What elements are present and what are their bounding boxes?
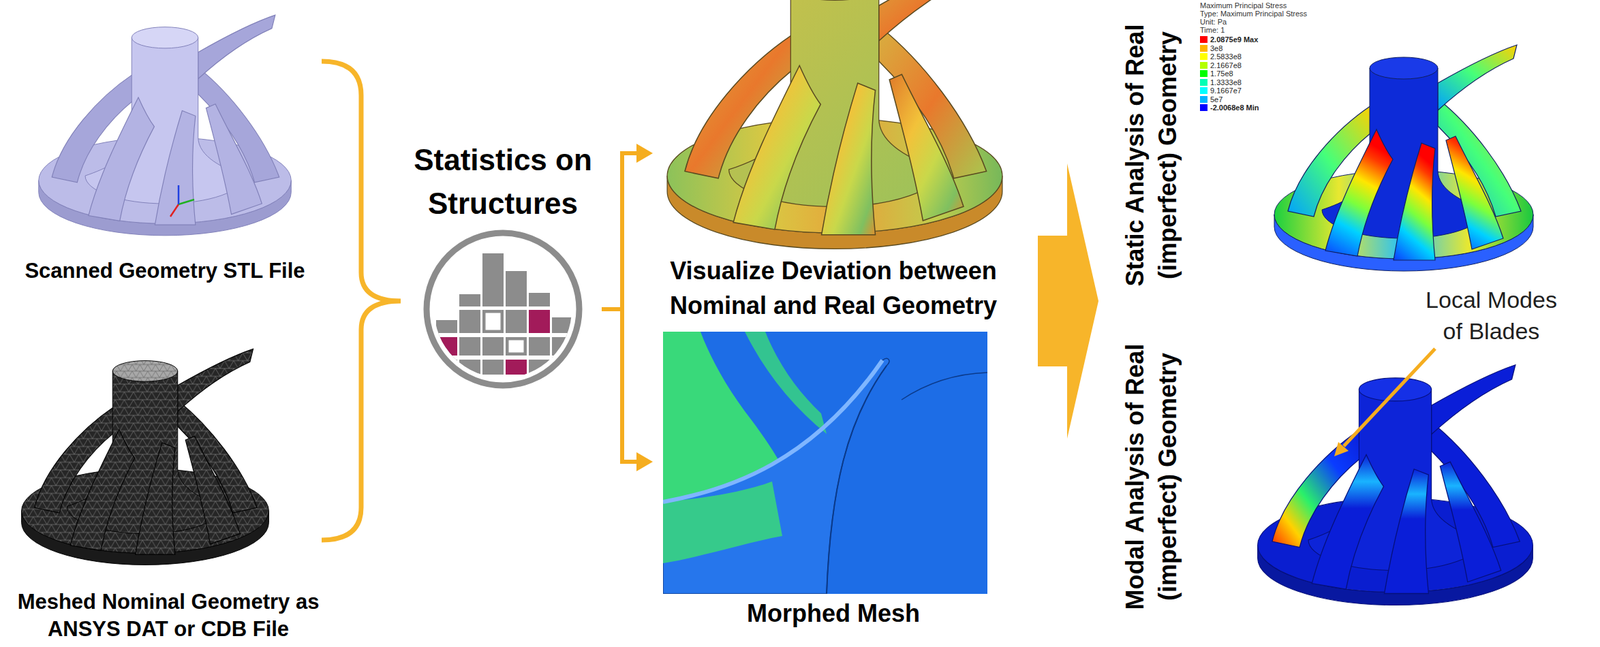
illustration-part — [426, 233, 580, 386]
legend-text: 2.5833e8 — [1210, 52, 1242, 61]
legend-row: 3e8 — [1200, 44, 1260, 54]
illustration-part — [429, 333, 580, 338]
illustration-part — [170, 204, 179, 217]
illustration-part — [484, 312, 502, 332]
image-panel: Meshed Nominal Geometry as ANSYS DAT or … — [4, 327, 332, 645]
legend-swatch — [1200, 104, 1208, 112]
image-panel: Scanned Geometry STL File — [8, 0, 322, 287]
caption-block: Modal Analysis of Real (imperfect) Geome… — [1118, 330, 1185, 624]
connector-line — [601, 153, 640, 310]
caption-block: Static Analysis of Real (imperfect) Geom… — [1118, 8, 1185, 302]
legend-row: -2.0068e8 Min — [1200, 103, 1260, 113]
caption-block: Morphed Mesh — [652, 598, 1014, 630]
legend-row: 1.3333e8 — [1200, 78, 1260, 88]
caption-block: Statistics on Structures — [404, 138, 602, 226]
legend-swatch — [1200, 70, 1208, 78]
arrow-head — [636, 143, 653, 163]
legend-row: 2.1667e8 — [1200, 61, 1260, 71]
illustration-part — [436, 320, 458, 375]
legend-row: 1.75e8 — [1200, 69, 1260, 79]
legend-text: 2.1667e8 — [1210, 61, 1242, 70]
legend-row: 5e7 — [1200, 95, 1260, 105]
caption-block: Visualize Deviation between Nominal and … — [652, 253, 1014, 323]
legend-swatch — [1200, 79, 1208, 86]
image-panel: Visualize Deviation between Nominal and … — [652, 0, 1014, 325]
legend-text: 2.0875e9 Max — [1210, 35, 1258, 44]
legend-text: -2.0068e8 Min — [1210, 103, 1260, 112]
arrow-head — [636, 452, 653, 472]
illustration-part — [429, 253, 580, 375]
plot-header: Type: Maximum Principal Stress — [1200, 9, 1307, 18]
illustration-part — [436, 337, 458, 356]
caption-block: Scanned Geometry STL File — [8, 257, 322, 285]
scanned-impeller — [38, 14, 292, 236]
axis-triad — [170, 185, 195, 217]
caption-block: Meshed Nominal Geometry as ANSYS DAT or … — [4, 588, 332, 644]
logo-circle: Statistics on Structures — [404, 136, 602, 389]
morphed-mesh-view — [663, 331, 988, 595]
stress-impeller — [1274, 44, 1534, 272]
legend-swatch — [1200, 96, 1208, 103]
illustration-part — [663, 359, 890, 595]
illustration-part — [826, 365, 887, 595]
merge-bracket — [321, 61, 401, 541]
plot-header: Unit: Pa — [1200, 17, 1227, 26]
illustration-part — [177, 185, 180, 205]
illustration-part — [1343, 348, 1436, 447]
caption-text: Visualize Deviation between Nominal and … — [652, 253, 1014, 323]
result-panel: Modal Analysis of Real (imperfect) Geome… — [1117, 327, 1544, 641]
legend-text: 9.1667e7 — [1210, 86, 1242, 95]
legend-text: 5e7 — [1210, 95, 1223, 104]
illustration-part — [663, 481, 783, 564]
caption-text: Morphed Mesh — [652, 598, 1014, 630]
deviation-impeller — [667, 0, 1003, 249]
illustration-part — [663, 360, 883, 503]
caption-text: Meshed Nominal Geometry as ANSYS DAT or … — [4, 588, 332, 644]
legend-swatch — [1200, 62, 1208, 69]
legend-row: 9.1667e7 — [1200, 86, 1260, 96]
result-panel: Static Analysis of Real (imperfect) Geom… — [1117, 0, 1544, 314]
caption-text: Statistics on Structures — [404, 138, 602, 226]
callout-label: Local Modes of Blades — [1418, 284, 1565, 347]
caption-text: Modal Analysis of Real (imperfect) Geome… — [1118, 330, 1185, 624]
legend-text: 1.3333e8 — [1210, 78, 1242, 87]
modal-impeller — [1257, 365, 1534, 606]
plot-header: Time: 1 — [1200, 25, 1225, 35]
flow-arrow — [601, 309, 653, 472]
legend-swatch — [1200, 87, 1208, 95]
illustration-part — [1334, 442, 1349, 457]
illustration-part — [663, 331, 988, 595]
image-panel: Morphed Mesh — [652, 331, 1014, 632]
illustration-part — [505, 359, 527, 375]
illustration-part — [901, 372, 988, 400]
caption-text: Scanned Geometry STL File — [8, 257, 322, 285]
legend-text: 3e8 — [1210, 44, 1223, 53]
mesh-impeller — [21, 348, 270, 565]
flow-chevron — [1037, 163, 1099, 439]
legend-row: 2.5833e8 — [1200, 52, 1260, 62]
caption-text: Static Analysis of Real (imperfect) Geom… — [1118, 8, 1185, 302]
stats-logo — [426, 233, 580, 386]
illustration-part — [744, 331, 827, 435]
plot-header: Maximum Principal Stress — [1200, 1, 1287, 10]
illustration-part — [178, 199, 195, 205]
legend-row: 2.0875e9 Max — [1200, 35, 1260, 45]
illustration-part — [528, 310, 550, 334]
leader-arrow — [1334, 348, 1436, 457]
legend-swatch — [1200, 53, 1208, 60]
connector-line — [601, 309, 640, 463]
illustration-part — [429, 355, 580, 360]
legend-text: 1.75e8 — [1210, 69, 1234, 78]
legend-swatch — [1200, 44, 1208, 52]
stress-legend: 2.0875e9 Max3e82.5833e82.1667e81.75e81.3… — [1200, 35, 1260, 113]
illustration-part — [507, 339, 525, 354]
illustration-part — [551, 317, 574, 375]
illustration-part — [429, 306, 580, 311]
flow-arrow — [601, 143, 653, 310]
legend-swatch — [1200, 36, 1208, 43]
